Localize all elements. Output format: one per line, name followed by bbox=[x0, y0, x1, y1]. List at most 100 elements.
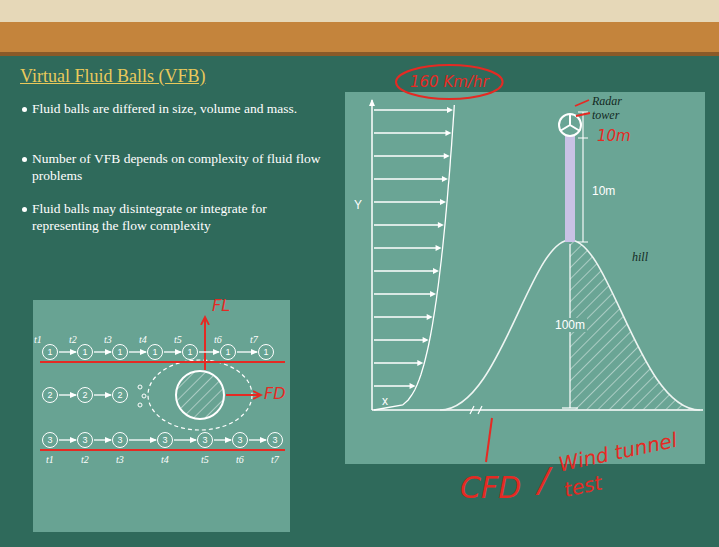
time-label: t7 bbox=[250, 334, 258, 345]
fluid-ball-panel bbox=[33, 300, 290, 532]
time-label: t2 bbox=[69, 334, 77, 345]
dimension-ticks bbox=[578, 112, 588, 242]
velocity-arrow bbox=[374, 109, 448, 110]
velocity-arrowhead bbox=[445, 130, 451, 136]
time-label: t2 bbox=[81, 454, 89, 465]
ball-number: 1 bbox=[187, 348, 192, 357]
fluid-ball: 1 bbox=[42, 344, 58, 360]
hill-label: hill bbox=[632, 250, 648, 264]
fluid-ball: 1 bbox=[147, 344, 163, 360]
red-pointer bbox=[486, 418, 492, 462]
fluid-ball: 1 bbox=[220, 344, 236, 360]
small-ball bbox=[138, 403, 142, 407]
fluid-ball: 3 bbox=[197, 432, 213, 448]
fluid-ball: 3 bbox=[112, 432, 128, 448]
force-label: FL bbox=[212, 296, 230, 315]
flow-arrow bbox=[59, 439, 76, 440]
tower-dimension bbox=[582, 112, 583, 242]
axis-label: Y bbox=[354, 198, 362, 212]
dimension-tick bbox=[562, 407, 578, 408]
velocity-arrow bbox=[374, 270, 434, 271]
speed-note: 160 Km/hr bbox=[410, 73, 489, 91]
hill-outline bbox=[440, 240, 700, 410]
ball-number: 1 bbox=[47, 348, 52, 357]
time-label: t4 bbox=[161, 454, 169, 465]
fluid-ball: 1 bbox=[182, 344, 198, 360]
red-streamline bbox=[40, 449, 285, 451]
ball-number: 3 bbox=[162, 436, 167, 445]
flow-arrow bbox=[214, 439, 231, 440]
ball-number: 3 bbox=[47, 436, 52, 445]
flow-arrow bbox=[94, 394, 111, 395]
velocity-arrowhead bbox=[423, 337, 429, 343]
velocity-arrowhead bbox=[442, 176, 448, 182]
method-note: Wind tunnel test bbox=[556, 422, 706, 502]
ball-number: 2 bbox=[47, 391, 52, 400]
red-circle bbox=[396, 65, 503, 99]
radar-tower bbox=[565, 136, 575, 242]
frame-top bbox=[0, 0, 719, 22]
ball-number: 3 bbox=[117, 436, 122, 445]
radar-dish bbox=[559, 114, 581, 136]
fluid-ball: 3 bbox=[157, 432, 173, 448]
time-label: t3 bbox=[104, 334, 112, 345]
time-label: t6 bbox=[236, 454, 244, 465]
flow-arrow bbox=[174, 439, 196, 440]
ball-number: 1 bbox=[117, 348, 122, 357]
ball-number: 1 bbox=[152, 348, 157, 357]
bullet-text: Fluid balls may disintegrate or integrat… bbox=[32, 200, 330, 234]
small-ball bbox=[142, 394, 146, 398]
velocity-arrowhead bbox=[410, 383, 416, 389]
fluid-ball: 2 bbox=[112, 387, 128, 403]
bullet-text: Number of VFB depends on complexity of f… bbox=[32, 150, 330, 184]
flow-arrow bbox=[59, 351, 76, 352]
velocity-arrow bbox=[374, 224, 439, 225]
velocity-arrowhead bbox=[447, 107, 453, 113]
velocity-arrowhead bbox=[440, 199, 446, 205]
height-note: 10m bbox=[597, 127, 631, 145]
fluid-ball: 2 bbox=[77, 387, 93, 403]
fluid-ball: 3 bbox=[232, 432, 248, 448]
flow-arrow bbox=[129, 439, 156, 440]
velocity-arrow bbox=[374, 247, 437, 248]
flow-arrow bbox=[59, 394, 76, 395]
ground-marks bbox=[470, 406, 482, 414]
ball-number: 3 bbox=[82, 436, 87, 445]
ball-number: 1 bbox=[263, 348, 268, 357]
flow-arrow bbox=[249, 439, 266, 440]
ball-number: 1 bbox=[225, 348, 230, 357]
flow-arrow bbox=[164, 351, 181, 352]
flow-arrow bbox=[94, 351, 111, 352]
bullet-dot bbox=[22, 107, 27, 112]
time-label: t1 bbox=[46, 454, 54, 465]
y-axis bbox=[371, 100, 373, 410]
velocity-arrowhead bbox=[444, 153, 450, 159]
red-marks bbox=[575, 100, 590, 116]
frame-band bbox=[0, 22, 719, 52]
frame-edge bbox=[0, 52, 719, 56]
time-label: t7 bbox=[271, 454, 279, 465]
velocity-arrow bbox=[374, 385, 411, 386]
ball-number: 1 bbox=[82, 348, 87, 357]
velocity-profile bbox=[374, 105, 454, 410]
axis-label: x bbox=[382, 394, 388, 408]
ball-number: 3 bbox=[272, 436, 277, 445]
velocity-arrow bbox=[374, 316, 428, 317]
fluid-ball: 1 bbox=[77, 344, 93, 360]
velocity-arrowhead bbox=[417, 360, 423, 366]
drag-arrow bbox=[226, 394, 260, 396]
dimension-label: 100m bbox=[553, 318, 587, 332]
lift-arrow bbox=[204, 318, 206, 370]
fluid-ball: 3 bbox=[42, 432, 58, 448]
ball-number: 3 bbox=[237, 436, 242, 445]
fluid-ball: 3 bbox=[77, 432, 93, 448]
fluid-ball: 1 bbox=[258, 344, 274, 360]
velocity-arrow bbox=[374, 362, 418, 363]
method-note: / bbox=[538, 460, 549, 500]
velocity-arrow bbox=[374, 178, 443, 179]
time-label: t6 bbox=[214, 334, 222, 345]
velocity-arrowhead bbox=[438, 222, 444, 228]
velocity-arrow bbox=[374, 201, 441, 202]
ball-number: 2 bbox=[82, 391, 87, 400]
time-label: t1 bbox=[34, 334, 42, 345]
